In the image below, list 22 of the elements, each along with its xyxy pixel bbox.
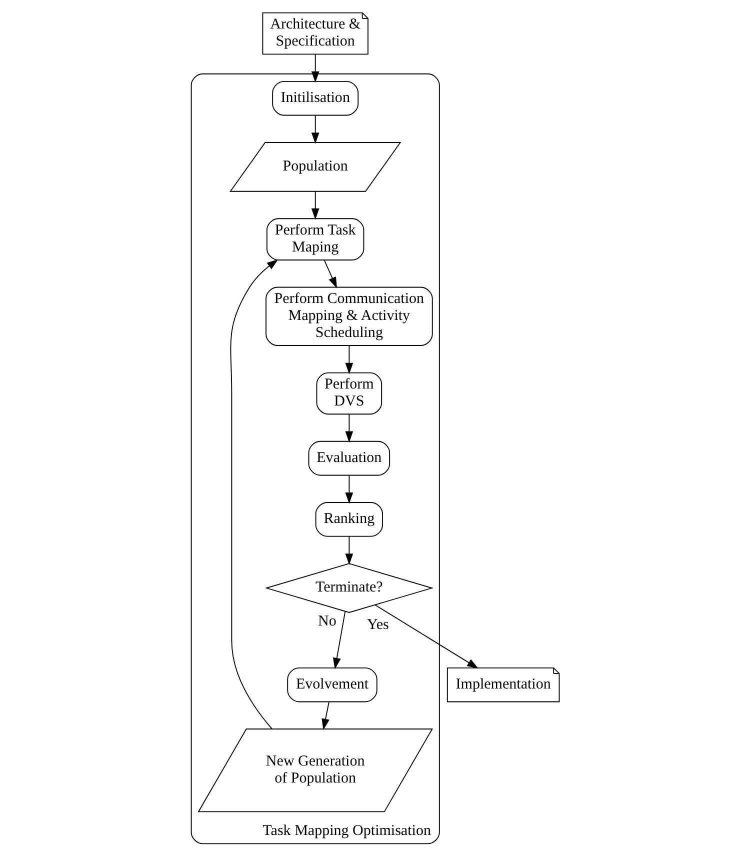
node-box: Perform Task Maping [266,218,364,260]
edge-label: No [318,613,336,630]
arrow [311,114,320,144]
arrow [311,54,320,83]
arrow [345,474,354,504]
arrow [230,259,278,730]
arrow [311,191,320,220]
arrow [345,536,354,565]
edge-label: Yes [367,616,389,633]
node-box: Evaluation [308,440,390,476]
arrow [322,701,330,730]
node-box: Perform DVS [316,372,382,415]
arrow [345,345,354,374]
arrow [345,414,354,443]
node-diamond: Terminate? [264,563,434,613]
node-box: Initilisation [272,80,359,116]
arrow [332,611,346,670]
arrow [374,604,478,669]
arrow [324,260,337,288]
node-box: Perform Communication Mapping & Activity Scheduling [266,286,433,346]
node-box: Ranking [315,502,384,537]
node-box: Evolvement [287,667,378,702]
